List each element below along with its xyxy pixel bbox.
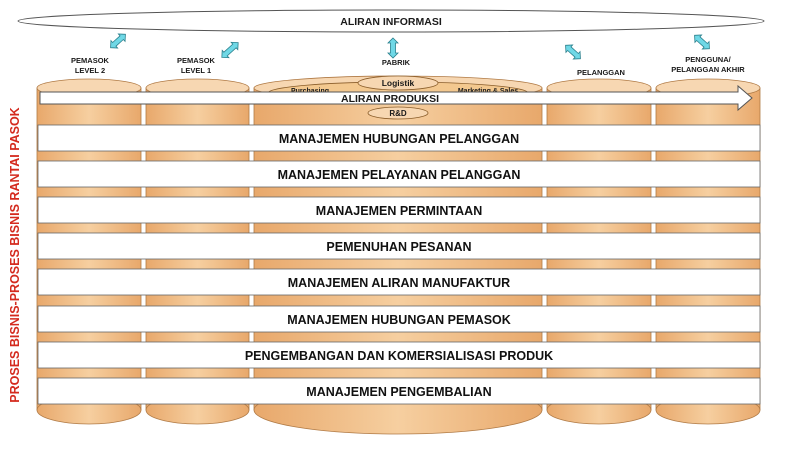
entity-supplier-level-1-line2: LEVEL 1 — [181, 66, 211, 75]
information-flow-label: ALIRAN INFORMASI — [340, 16, 442, 28]
entity-end-user-line1: PENGGUNA/ — [685, 55, 731, 64]
arrow-supplier-level-1-icon — [221, 41, 239, 59]
arrow-supplier-level-2-icon — [110, 33, 126, 49]
process-label-3: MANAJEMEN PERMINTAAN — [316, 204, 482, 218]
process-band-2 — [37, 160, 761, 188]
process-bands: MANAJEMEN HUBUNGAN PELANGGAN MANAJEMEN PE… — [37, 124, 761, 405]
entity-customer-label: PELANGGAN — [577, 68, 625, 77]
process-band-1 — [37, 124, 761, 152]
entity-end-user-line2: PELANGGAN AKHIR — [671, 65, 745, 74]
arrow-end-user-icon — [694, 34, 710, 50]
process-label-8: MANAJEMEN PENGEMBALIAN — [306, 385, 491, 399]
entity-supplier-level-2-line2: LEVEL 2 — [75, 66, 105, 75]
information-flow: ALIRAN INFORMASI — [17, 9, 765, 33]
process-band-8 — [37, 377, 761, 405]
connector-arrows — [110, 33, 710, 60]
entity-supplier-level-1-line1: PEMASOK — [177, 56, 216, 65]
process-label-2: MANAJEMEN PELAYANAN PELANGGAN — [278, 168, 521, 182]
process-band-4 — [37, 232, 761, 260]
process-band-7 — [37, 341, 761, 369]
arrow-customer-icon — [565, 44, 581, 60]
process-band-3 — [37, 196, 761, 224]
logistics-label: Logistik — [382, 78, 415, 88]
product-flow-arrow: ALIRAN PRODUKSI — [39, 84, 753, 112]
process-label-1: MANAJEMEN HUBUNGAN PELANGGAN — [279, 132, 519, 146]
process-label-4: PEMENUHAN PESANAN — [326, 240, 471, 254]
process-band-5 — [37, 268, 761, 296]
process-label-5: MANAJEMEN ALIRAN MANUFAKTUR — [288, 276, 510, 290]
rnd-label: R&D — [389, 109, 407, 118]
arrow-factory-icon — [387, 37, 399, 59]
product-flow-label: ALIRAN PRODUKSI — [341, 93, 439, 105]
side-label: PROSES BISNIS-PROSES BISNIS RANTAI PASOK — [8, 107, 22, 402]
process-band-6 — [37, 305, 761, 333]
process-label-6: MANAJEMEN HUBUNGAN PEMASOK — [287, 313, 511, 327]
entity-factory-label: PABRIK — [382, 58, 411, 67]
entity-supplier-level-2-line1: PEMASOK — [71, 56, 110, 65]
process-label-7: PENGEMBANGAN DAN KOMERSIALISASI PRODUK — [245, 349, 553, 363]
entity-labels: PEMASOK LEVEL 2 PEMASOK LEVEL 1 PABRIK P… — [71, 55, 745, 77]
